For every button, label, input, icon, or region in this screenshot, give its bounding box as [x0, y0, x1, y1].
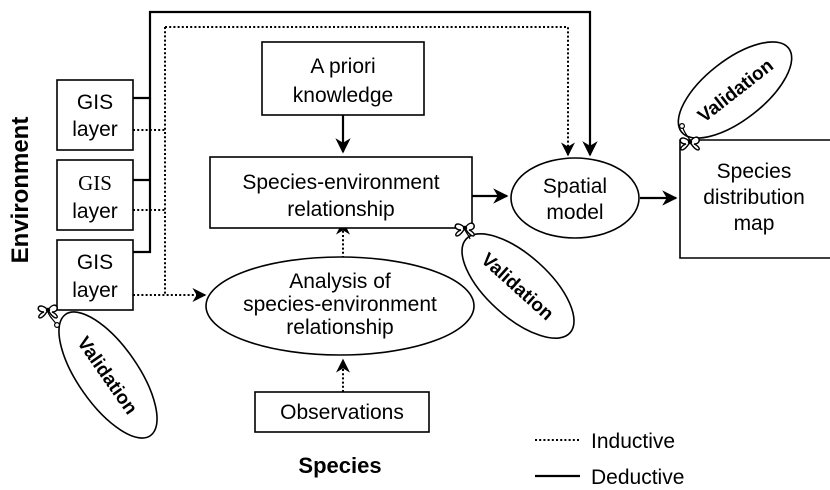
- gis-layer-3-sublabel: layer: [72, 279, 118, 302]
- relationship-label: Species-environment: [242, 171, 439, 194]
- species-label: Species: [298, 453, 381, 478]
- gis-layer-2-sublabel: layer: [72, 200, 118, 223]
- analysis-sublabel-2: relationship: [286, 316, 393, 339]
- gis-layer-box-3: GIS layer: [56, 239, 134, 311]
- relationship-sublabel: relationship: [287, 198, 394, 221]
- map-sublabel-2: map: [734, 212, 775, 235]
- a-priori-sublabel: knowledge: [293, 84, 393, 107]
- analysis-ellipse: Analysis of species-environment relation…: [205, 256, 475, 356]
- environment-label: Environment: [7, 117, 34, 264]
- gis-layer-2-label: GIS: [78, 171, 112, 195]
- a-priori-knowledge-box: A priori knowledge: [261, 41, 425, 116]
- bow-icon: [454, 222, 475, 240]
- legend-deductive-label: Deductive: [591, 466, 684, 489]
- analysis-label: Analysis of: [289, 270, 391, 293]
- validation-tag-map: Validation: [677, 41, 793, 139]
- spatial-model-label: Spatial: [543, 175, 607, 198]
- bow-icon: [37, 304, 61, 329]
- gis-layer-3-label: GIS: [77, 251, 113, 274]
- gis-layer-box-1: GIS layer: [56, 79, 134, 151]
- spatial-model-ellipse: Spatial model: [510, 157, 640, 239]
- bow-icon: [679, 123, 700, 151]
- spatial-model-sublabel: model: [546, 201, 603, 224]
- map-sublabel: distribution: [703, 186, 805, 209]
- gis-layer-1-label: GIS: [77, 91, 113, 114]
- gis-layer-1-sublabel: layer: [72, 118, 118, 141]
- map-label: Species: [717, 160, 792, 183]
- inductive-gis-to-spatial: [165, 26, 575, 157]
- species-distribution-map-box: Species distribution map: [679, 139, 830, 259]
- validation-tag-gis: Validation: [58, 311, 158, 439]
- gis-layer-box-2: GIS layer: [56, 159, 134, 231]
- deductive-gis3-line: [133, 98, 152, 254]
- legend-inductive-label: Inductive: [591, 430, 675, 453]
- legend: Inductive Deductive: [535, 430, 684, 489]
- a-priori-label: A priori: [310, 55, 375, 78]
- deductive-gis-to-spatial: [133, 10, 598, 157]
- analysis-sublabel: species-environment: [243, 293, 437, 316]
- observations-box: Observations: [254, 391, 430, 433]
- species-environment-relationship-box: Species-environment relationship: [209, 156, 473, 229]
- observations-label: Observations: [280, 401, 404, 424]
